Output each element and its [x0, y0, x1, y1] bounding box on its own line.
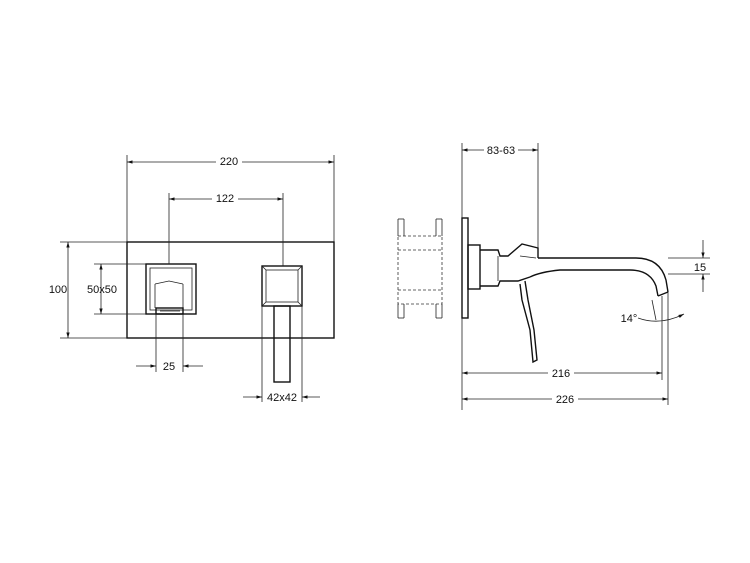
front-mixer-body: [145, 263, 197, 315]
side-wall-plate: [461, 217, 469, 319]
dim-angle-14: 14°: [621, 313, 638, 325]
dim-overall-226: 226: [556, 394, 574, 406]
front-handle: [261, 265, 303, 383]
side-spout: [467, 243, 669, 297]
dim-spacing-122: 122: [216, 193, 234, 205]
dim-height-100: 100: [49, 284, 67, 296]
dim-width-220: 220: [220, 156, 238, 168]
dim-square-50x50: 50x50: [87, 284, 117, 296]
side-inwall-body: [397, 218, 443, 319]
front-view: 220 122 100 50x50 25 42x42: [49, 154, 335, 404]
dim-reach-216: 216: [552, 368, 570, 380]
front-wall-plate: [126, 241, 335, 339]
dim-spout-25: 25: [163, 361, 175, 373]
side-lever: [519, 280, 538, 364]
dim-depth-83-63: 83-63: [487, 145, 515, 157]
dim-outlet-15: 15: [694, 262, 706, 274]
dim-handle-42x42: 42x42: [267, 392, 297, 404]
side-view: 83-63 15 14° 216 226: [397, 142, 710, 410]
